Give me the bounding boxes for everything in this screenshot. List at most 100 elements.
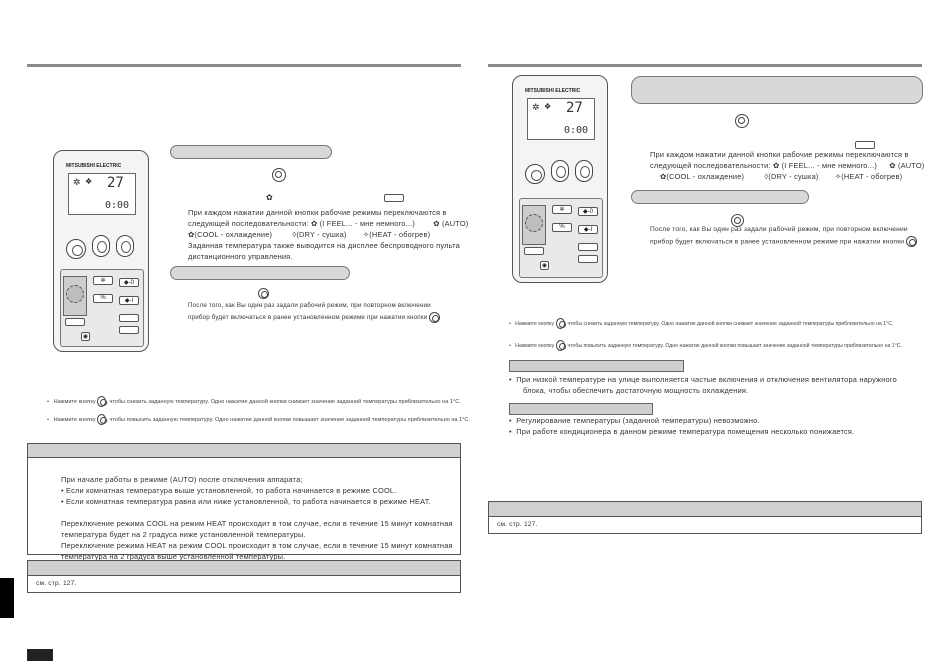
auto-icon: ✿ (889, 161, 898, 170)
right-step-cool: (COOL - охлаждение) (666, 172, 745, 181)
left-note-2: • Нажмите кнопку , чтобы повысить заданн… (47, 414, 470, 425)
right-step-heat: (HEAT - обогрев) (841, 172, 903, 181)
temp-up-button[interactable] (575, 160, 593, 182)
left-step-cool: (COOL - охлаждение) (194, 230, 273, 239)
temp-up-button[interactable] (116, 235, 134, 257)
right-resume-line1: После того, как Вы один раз задали рабоч… (650, 226, 908, 233)
auto-line-0: При начале работы в режиме (AUTO) после … (61, 475, 303, 484)
auto-line-7: температура на 2 градуса выше установлен… (61, 552, 286, 561)
right-step-auto: (AUTO) (897, 161, 925, 170)
mode-dial[interactable] (66, 285, 84, 303)
left-ref-box: см. стр. 127. (27, 560, 461, 593)
right-dry-label (509, 403, 653, 415)
left-resume-line1: После того, как Вы один раз задали рабоч… (188, 302, 431, 309)
check-button[interactable] (578, 243, 598, 251)
mode-button[interactable] (66, 239, 86, 259)
fan-icon: ✲ (532, 102, 540, 112)
remote-lcd: 27 0:00 ✲ ❖ (527, 98, 595, 140)
temp-down-button[interactable] (92, 235, 110, 257)
fan-icon: ✲ (73, 177, 81, 187)
right-step-line3: ✿(COOL - охлаждение) ◊(DRY - сушка) ✧(HE… (650, 171, 925, 182)
right-dry-line2: • При работе кондиционера в данном режим… (509, 427, 855, 436)
left-step-pill-1 (170, 145, 332, 159)
left-step-line2: следующей последовательности: ✿ (I FEEL.… (188, 218, 468, 229)
on-timer-button[interactable]: ◆-I (119, 296, 139, 305)
left-step-sequence-label: следующей последовательности: (188, 219, 309, 228)
timer-set-button[interactable]: ◉ (81, 332, 90, 341)
temp-down-button[interactable] (551, 160, 569, 182)
remote-temp-display: 27 (566, 100, 583, 116)
left-auto-info-header (28, 444, 460, 458)
left-auto-info-text: При начале работы в режиме (AUTO) после … (61, 474, 456, 562)
auto-line-2: • Если комнатная температура равна или н… (61, 497, 431, 506)
right-top-rule (488, 64, 922, 67)
auto-icon: ✿ (433, 219, 442, 228)
reset-button[interactable] (524, 247, 544, 255)
remote-mode-area (522, 205, 546, 245)
timer-set-button[interactable]: ◉ (540, 261, 549, 270)
right-step-text: При каждом нажатии данной кнопки рабочие… (650, 149, 925, 182)
mode-symbol-icon: ✿ (266, 193, 273, 202)
remote-lcd: 27 0:00 ✲ ❖ (68, 173, 136, 215)
fan-button[interactable]: ✲ (552, 205, 572, 214)
remote-time-display: 0:00 (105, 200, 130, 211)
dry-icon: ◊ (292, 230, 297, 239)
left-step-dry: (DRY - сушка) (296, 230, 347, 239)
clock-button[interactable] (578, 255, 598, 263)
reset-button[interactable] (65, 318, 85, 326)
remote-mode-area (63, 276, 87, 316)
ifeel-icon: ✿ (310, 219, 320, 228)
left-step-line4: Заданная температура также выводится на … (188, 241, 460, 250)
right-ref-header (489, 502, 921, 517)
auto-line-6: Переключение режима HEAT на режим COOL п… (61, 541, 453, 550)
down-arrow-icon (97, 396, 108, 407)
left-step-heat: (HEAT - обогрев) (369, 230, 431, 239)
heat-icon: ✧ (362, 230, 370, 239)
mode-icon: ❖ (85, 177, 93, 186)
up-arrow-icon (97, 414, 108, 425)
vane-button[interactable]: % (93, 294, 113, 303)
right-dry-text: • Регулирование температуры (заданной те… (509, 415, 929, 437)
clock-button[interactable] (119, 326, 139, 334)
off-timer-button[interactable]: ◆-0 (119, 278, 139, 287)
check-button[interactable] (119, 314, 139, 322)
mode-dial[interactable] (525, 214, 543, 232)
right-step-dry: (DRY - сушка) (768, 172, 819, 181)
right-header-pill (631, 76, 923, 104)
off-timer-button[interactable]: ◆-0 (578, 207, 598, 216)
left-resume-line2: прибор будет включаться в ранее установл… (188, 312, 463, 324)
remote-brand: MITSUBISHI ELECTRIC (66, 163, 122, 169)
left-step-pill-2 (170, 266, 350, 280)
down-arrow-icon (555, 318, 566, 329)
on-timer-button[interactable]: ◆-I (578, 225, 598, 234)
up-arrow-icon (555, 340, 566, 351)
mode-icon: ❖ (544, 102, 552, 111)
right-cool-text: • При низкой температуре на улице выполн… (509, 374, 929, 396)
set-button-icon (384, 194, 404, 202)
right-step-ifeel: (I FEEL... - мне немного...) (781, 161, 878, 170)
page-marker (27, 649, 53, 661)
operate-icon-2 (731, 212, 744, 230)
remote-control-right: MITSUBISHI ELECTRIC 27 0:00 ✲ ❖ ✲ % ◆-0 … (512, 75, 608, 283)
remote-lower-panel: ✲ % ◆-0 ◆-I ◉ (519, 198, 603, 278)
right-step-line1: При каждом нажатии данной кнопки рабочие… (650, 150, 909, 159)
ifeel-icon: ✿ (772, 161, 782, 170)
right-ref-box: см. стр. 127. (488, 501, 922, 534)
auto-line-4: Переключение режима COOL на режим HEAT п… (61, 519, 453, 528)
vane-button[interactable]: % (552, 223, 572, 232)
left-ref-header (28, 561, 460, 576)
fan-button[interactable]: ✲ (93, 276, 113, 285)
left-step-line1: При каждом нажатии данной кнопки рабочие… (188, 208, 447, 217)
operate-icon (735, 112, 749, 130)
mode-button[interactable] (525, 164, 545, 184)
right-ref-text: см. стр. 127. (497, 521, 538, 528)
right-note-1: • Нажмите кнопку , чтобы снизить заданну… (509, 318, 893, 329)
operate-icon (272, 166, 286, 184)
remote-brand: MITSUBISHI ELECTRIC (525, 88, 581, 94)
right-cool-line2: блока, чтобы обеспечить достаточную мощн… (523, 386, 749, 395)
left-resume-text: После того, как Вы один раз задали рабоч… (188, 300, 463, 324)
left-note-1: • Нажмите кнопку , чтобы снизить заданну… (47, 396, 461, 407)
left-top-rule (27, 64, 461, 67)
left-auto-info-box: При начале работы в режиме (AUTO) после … (27, 443, 461, 561)
right-dry-line1: • Регулирование температуры (заданной те… (509, 416, 760, 425)
